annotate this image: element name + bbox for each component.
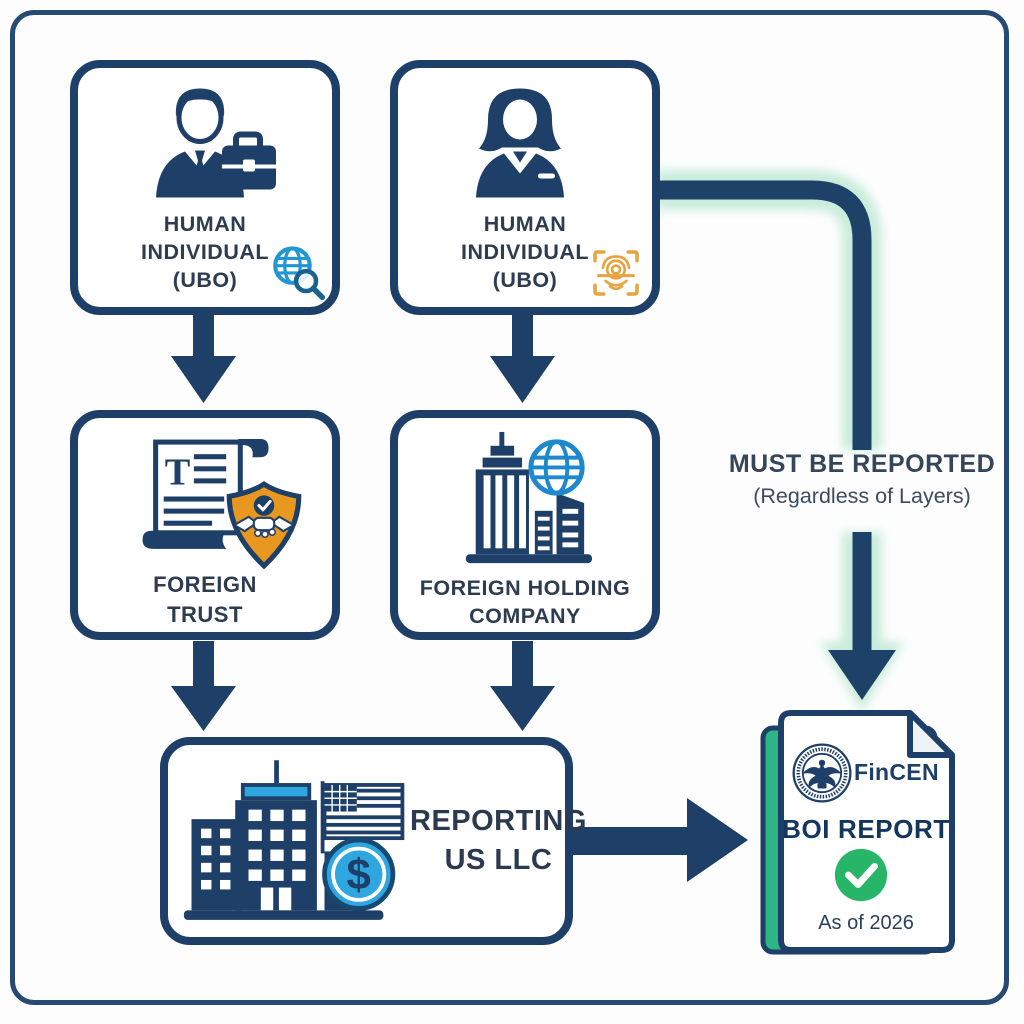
report-date-note: As of 2026 [818,912,914,934]
businessman-briefcase-icon [156,88,276,198]
must-be-reported-annotation: MUST BE REPORTED (Regardless of Layers) [726,450,998,509]
label-line: (UBO) [172,268,238,292]
node-label: HUMAN INDIVIDUAL (UBO) [461,210,589,294]
node-foreign-trust: T FOREIGN TRUST [70,410,340,640]
fincen-label: FinCEN [854,759,939,785]
node-human-individual-ubo-left: HUMAN INDIVIDUAL (UBO) [70,60,340,315]
label-line: HUMAN [163,212,247,236]
fingerprint-scan-icon [593,250,639,296]
businesswoman-icon [476,88,564,198]
label-line: INDIVIDUAL [460,240,590,264]
boi-report-document: FinCEN BOI REPORT As of 2026 [752,688,964,960]
annotation-line1: MUST BE REPORTED [728,450,996,478]
label-line: INDIVIDUAL [140,240,270,264]
label-line: COMPANY [469,604,581,628]
shield-handshake-icon [226,481,302,570]
node-label: REPORTING US LLC [410,802,587,880]
green-check-icon [834,848,888,902]
us-building-flag-icon: $ [183,760,405,920]
globe-search-icon [273,246,326,301]
label-line: HUMAN [483,212,567,236]
node-label: HUMAN INDIVIDUAL (UBO) [141,210,269,294]
node-foreign-holding-company: FOREIGN HOLDING COMPANY [390,410,660,640]
skyscraper-globe-icon [465,431,593,564]
annotation-line2: (Regardless of Layers) [753,484,971,508]
trust-icon-group: T [95,432,315,570]
dollar-symbol: $ [347,850,371,899]
trust-deed-scroll-icon: T [142,439,269,549]
node-reporting-us-llc: $ REPORTING US LLC [160,737,586,945]
scroll-letter: T [165,451,191,493]
label-line: FOREIGN HOLDING [419,576,631,600]
label-line: TRUST [167,602,243,627]
outer-border [10,10,1009,1005]
fincen-seal-icon [792,743,852,803]
node-label: FOREIGN HOLDING COMPANY [420,574,631,630]
label-line: FOREIGN [153,572,257,597]
label-line: US LLC [444,844,553,876]
label-line: REPORTING [410,805,587,837]
node-human-individual-ubo-right: HUMAN INDIVIDUAL (UBO) [390,60,660,315]
label-line: (UBO) [492,268,558,292]
boi-report-title: BOI REPORT [782,814,950,844]
node-label: FOREIGN TRUST [153,570,257,630]
